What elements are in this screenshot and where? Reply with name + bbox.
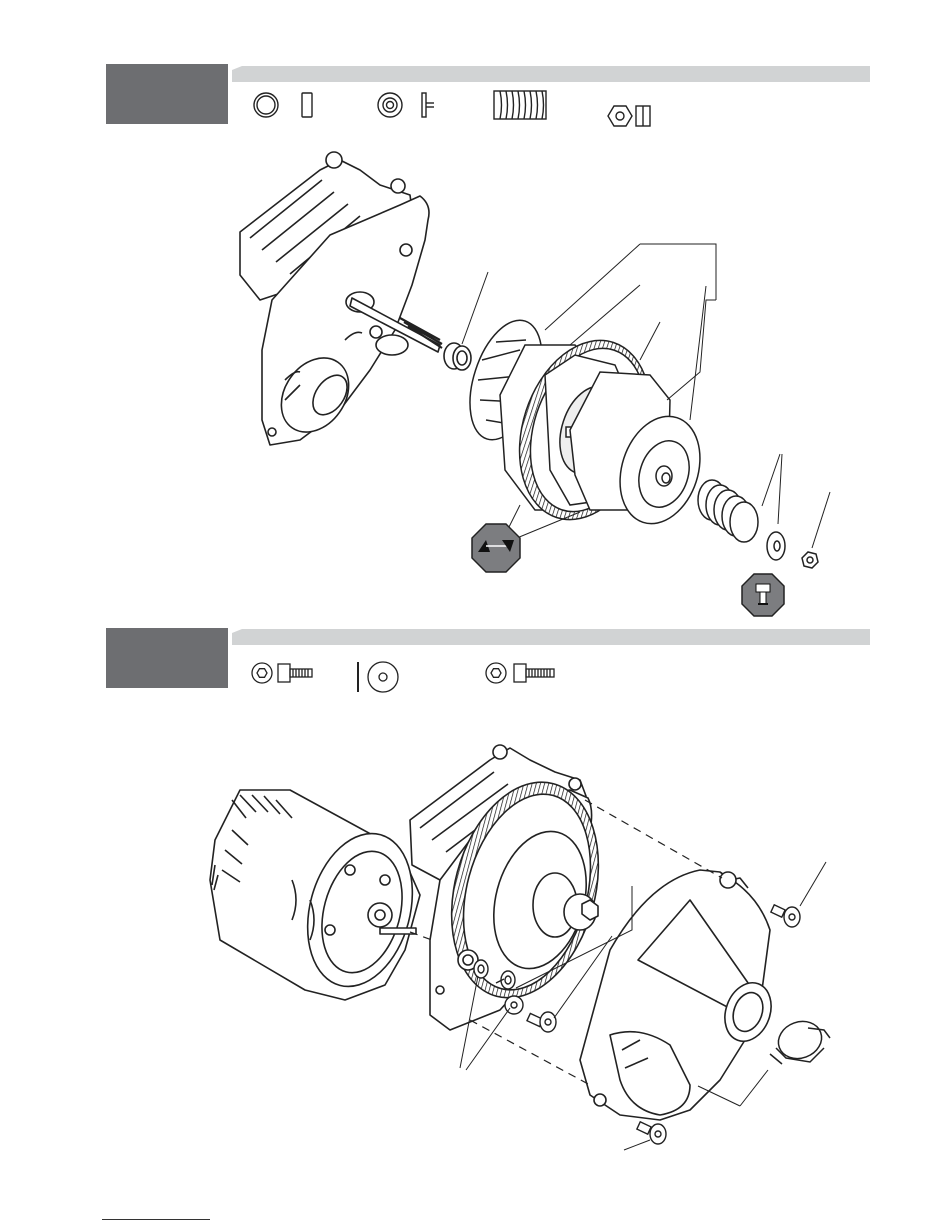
step-1-parts-list xyxy=(254,91,650,126)
washer-icon xyxy=(254,93,312,117)
footer-rule xyxy=(102,1219,210,1220)
cover-plug xyxy=(770,1016,830,1065)
cover-screw-a xyxy=(527,1012,556,1032)
transmission-housing-step1 xyxy=(240,152,442,445)
cover-screw-b xyxy=(771,905,800,927)
springs xyxy=(698,480,758,542)
thrust-washer xyxy=(767,532,785,560)
shaft-bearing xyxy=(444,343,471,370)
spur-cover xyxy=(580,870,779,1120)
lock-nut xyxy=(802,552,818,568)
washer-icon-step2 xyxy=(358,662,398,692)
motor xyxy=(210,790,428,1000)
adjust-gap-badge xyxy=(472,524,520,572)
bearing-icon xyxy=(378,93,434,117)
nut-icon xyxy=(608,106,650,126)
slipper-plate xyxy=(570,372,713,534)
long-screw-icon xyxy=(486,663,554,683)
cover-screw-c xyxy=(637,1122,666,1144)
tighten-badge xyxy=(742,574,784,616)
step-2-parts-list xyxy=(252,662,554,692)
spring-icon xyxy=(494,91,546,119)
cap-screw-icon xyxy=(252,663,312,683)
transmission-assembly xyxy=(410,745,621,1030)
